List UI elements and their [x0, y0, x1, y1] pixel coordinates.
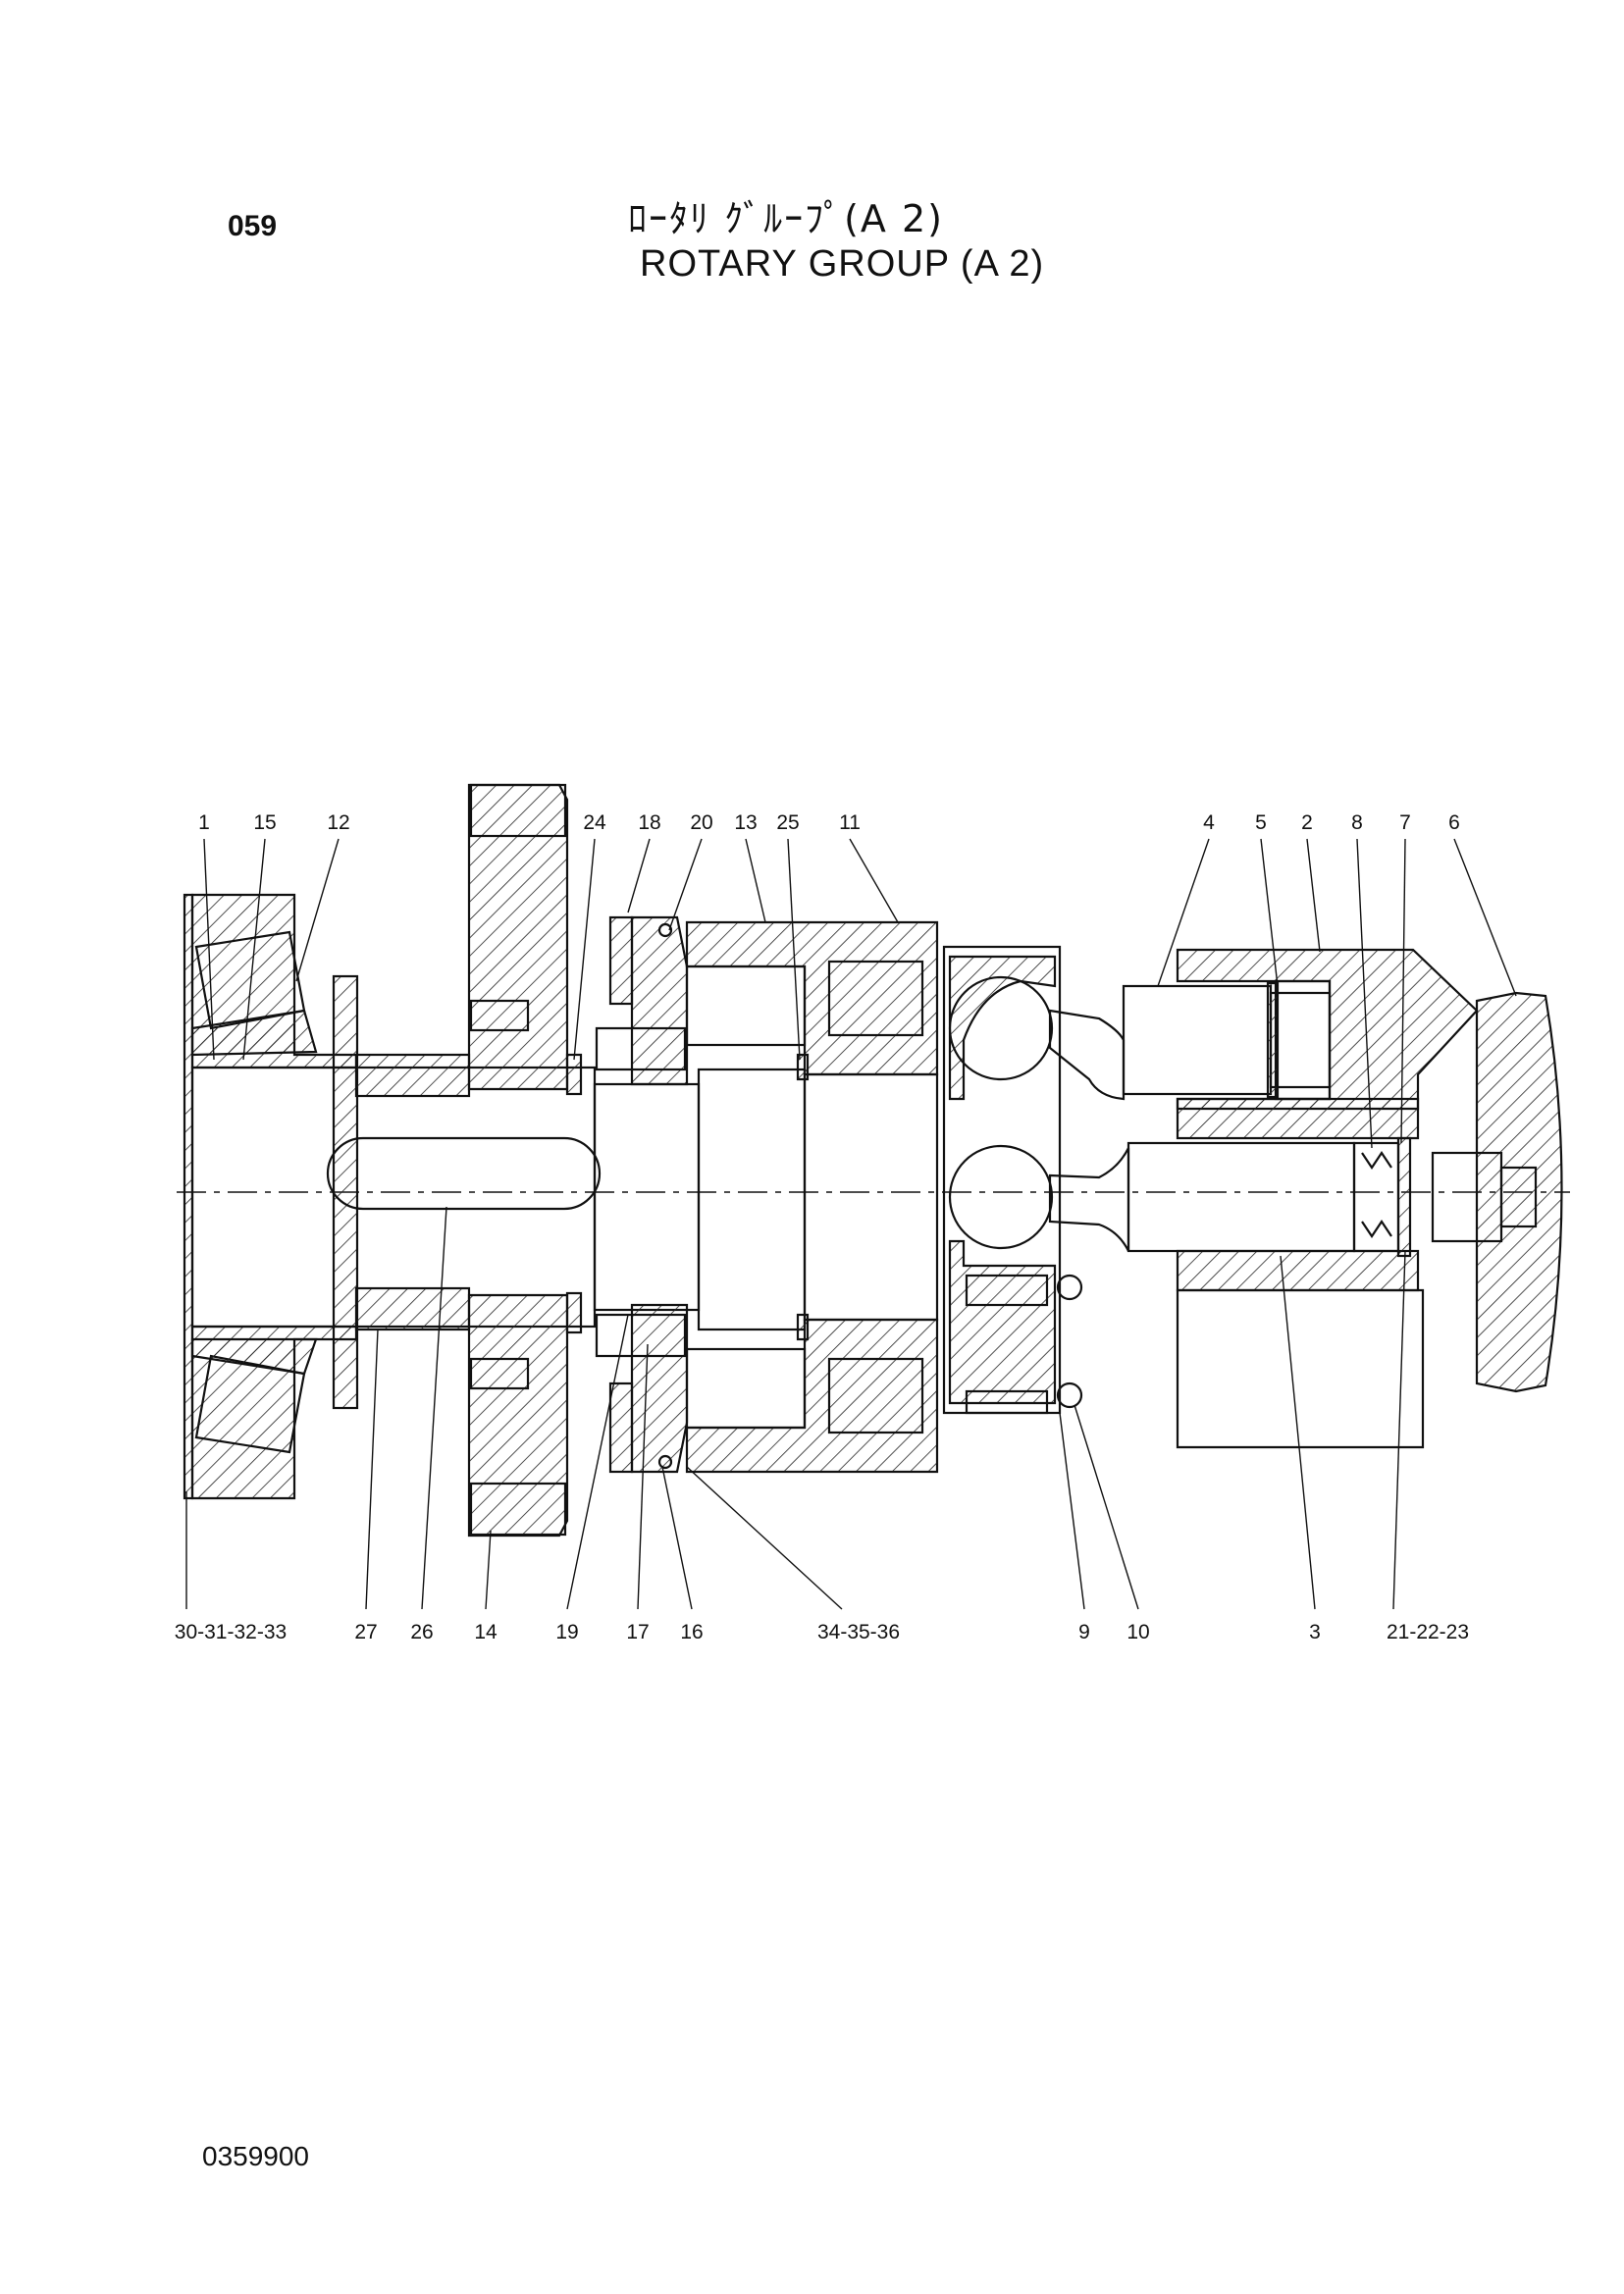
page-number: 059: [228, 210, 278, 242]
callout-5: 5: [1255, 811, 1267, 834]
callout-1: 1: [198, 811, 210, 834]
tapered-roller-bearing-top: [190, 930, 318, 1057]
callout-17: 17: [626, 1621, 649, 1643]
callout-7: 7: [1399, 811, 1411, 834]
bolt-head-bottom: [1056, 1382, 1083, 1409]
swash-shoe: [1431, 991, 1563, 1393]
cylinder-block: [685, 920, 939, 1474]
document-code: 0359900: [202, 2141, 310, 2171]
callout-27: 27: [354, 1621, 377, 1643]
callout-2: 2: [1301, 811, 1313, 834]
callout-11: 11: [839, 811, 861, 834]
callout-6: 6: [1448, 811, 1460, 834]
title-english: ROTARY GROUP (A 2): [640, 243, 1045, 285]
callout-16: 16: [680, 1621, 703, 1643]
swash-plate: [942, 945, 1083, 1415]
callout-15: 15: [253, 811, 276, 834]
callout-30-33: 30-31-32-33: [175, 1621, 287, 1643]
shaft-key: [326, 1136, 602, 1211]
callout-14: 14: [474, 1621, 498, 1643]
callout-19: 19: [555, 1621, 578, 1643]
callout-labels-top: 1 15 12 24 18 20 13 25 11 4 5 2 8 7 6: [198, 811, 1460, 834]
callout-21-23: 21-22-23: [1387, 1621, 1469, 1643]
callout-25: 25: [776, 811, 799, 834]
callout-12: 12: [327, 811, 349, 834]
callout-labels-bottom: 30-31-32-33 27 26 14 19 17 16 34-35-36 9…: [175, 1621, 1469, 1643]
leader-lines-bottom: [185, 1206, 1406, 1610]
spring-assembly: [1352, 1136, 1412, 1258]
title-japanese: ﾛｰﾀﾘ ｸﾞﾙｰﾌﾟ(A 2): [628, 197, 944, 240]
bolt-head-top: [1056, 1274, 1083, 1301]
gear: [467, 783, 583, 1538]
o-ring-bottom: [657, 1454, 673, 1470]
callout-10: 10: [1126, 1621, 1149, 1643]
seal-retainer: [595, 915, 689, 1474]
callout-26: 26: [410, 1621, 433, 1643]
o-ring-top: [657, 922, 673, 938]
callout-24: 24: [583, 811, 606, 834]
callout-18: 18: [638, 811, 660, 834]
callout-3: 3: [1309, 1621, 1321, 1643]
callout-9: 9: [1078, 1621, 1090, 1643]
callout-4: 4: [1203, 811, 1215, 834]
callout-34-36: 34-35-36: [817, 1621, 900, 1643]
leader-lines-top: [203, 838, 1517, 1149]
tapered-roller-bearing-bottom: [190, 1337, 318, 1454]
callout-8: 8: [1351, 811, 1363, 834]
callout-13: 13: [734, 811, 757, 834]
callout-20: 20: [690, 811, 712, 834]
piston-bottom: [948, 1141, 1356, 1253]
